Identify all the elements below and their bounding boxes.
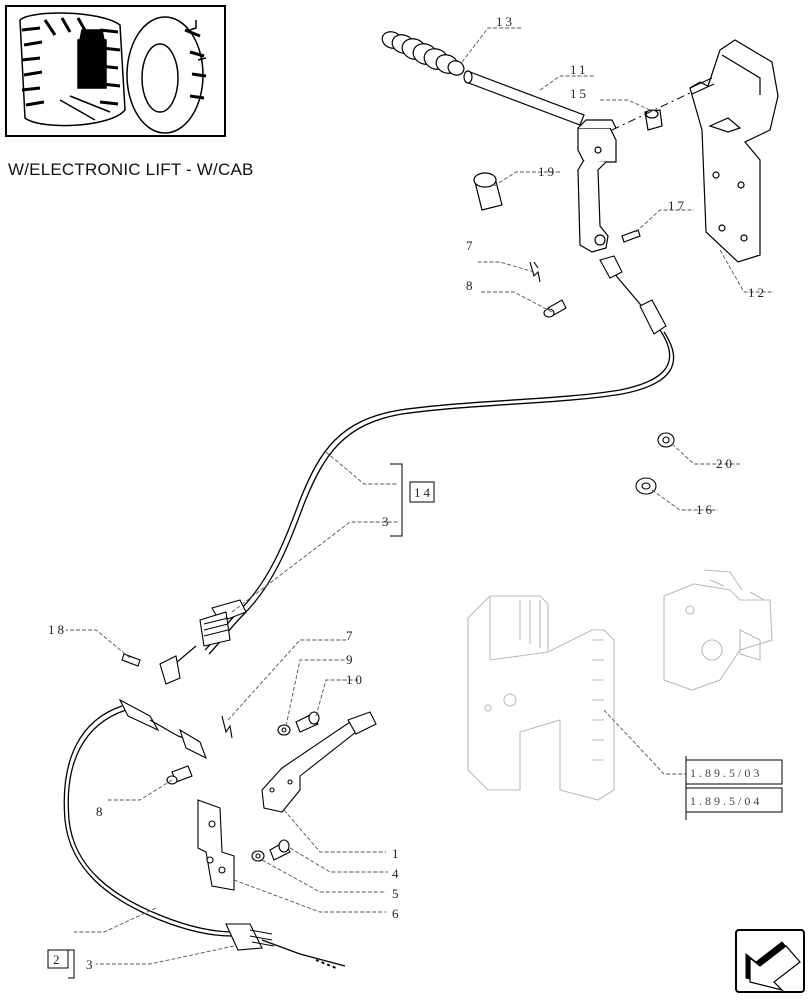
callout-4: 4: [392, 866, 402, 881]
reference-assembly-ghost: [467, 569, 773, 801]
callout-5: 5: [392, 886, 402, 901]
bushing-part: [644, 109, 663, 131]
lever-part: [463, 70, 617, 253]
screw-part-lower: [269, 839, 291, 861]
callout-3-lower: 3: [86, 957, 96, 972]
reference-box-group: [685, 756, 783, 820]
callout-box-2: [47, 949, 69, 969]
reference-label-a[interactable]: 1.89.5/03: [690, 766, 762, 780]
callout-2: 2: [53, 952, 63, 967]
section-caption: W/ELECTRONIC LIFT - W/CAB: [8, 160, 254, 179]
callout-11: 11: [570, 62, 589, 77]
nut-part: [657, 432, 675, 448]
callout-17: 17: [668, 198, 687, 213]
rubber-boot-part: [381, 31, 465, 76]
callout-16: 16: [696, 502, 715, 517]
bracket-plate-part: [689, 39, 779, 263]
pin-part: [621, 229, 641, 243]
callout-1: 1: [392, 846, 402, 861]
next-page-arrow-icon[interactable]: [735, 929, 805, 993]
callout-15: 15: [570, 86, 589, 101]
lower-cable-part: [63, 698, 346, 969]
callout-13: 13: [496, 14, 515, 29]
callout-20: 20: [716, 456, 735, 471]
callout-6: 6: [392, 906, 402, 921]
callout-bracket: [390, 463, 403, 537]
callout-box-14: [409, 481, 435, 503]
spacer-part: [473, 172, 503, 211]
nut-part-lower: [635, 477, 657, 495]
spring-clip-part: [529, 261, 541, 283]
screw-part: [295, 711, 320, 733]
callout-7-lower: 7: [346, 628, 356, 643]
callout-9: 9: [346, 652, 356, 667]
callout-10: 10: [346, 672, 365, 687]
washer-part: [277, 724, 291, 736]
callout-19: 19: [538, 164, 557, 179]
reference-label-b[interactable]: 1.89.5/04: [690, 794, 762, 808]
spring-clip-part-lower: [221, 715, 233, 739]
washer-part-lower: [251, 850, 265, 862]
pin-part-lower: [121, 653, 141, 667]
callout-3-upper: 3: [382, 514, 392, 529]
callout-14: 14: [414, 485, 433, 500]
callout-8-lower: 8: [96, 804, 106, 819]
control-cable-part: [159, 255, 675, 685]
clevis-pin-part: [543, 299, 567, 318]
callout-7-upper: 7: [466, 238, 476, 253]
tractor-thumbnail-icon[interactable]: [5, 5, 226, 137]
callout-18: 18: [48, 622, 67, 637]
leader-lines: [66, 27, 774, 965]
mounting-plate-part: [197, 799, 235, 891]
callout-12: 12: [748, 285, 767, 300]
callout-8-upper: 8: [466, 278, 476, 293]
handle-lever-part: [261, 711, 377, 813]
